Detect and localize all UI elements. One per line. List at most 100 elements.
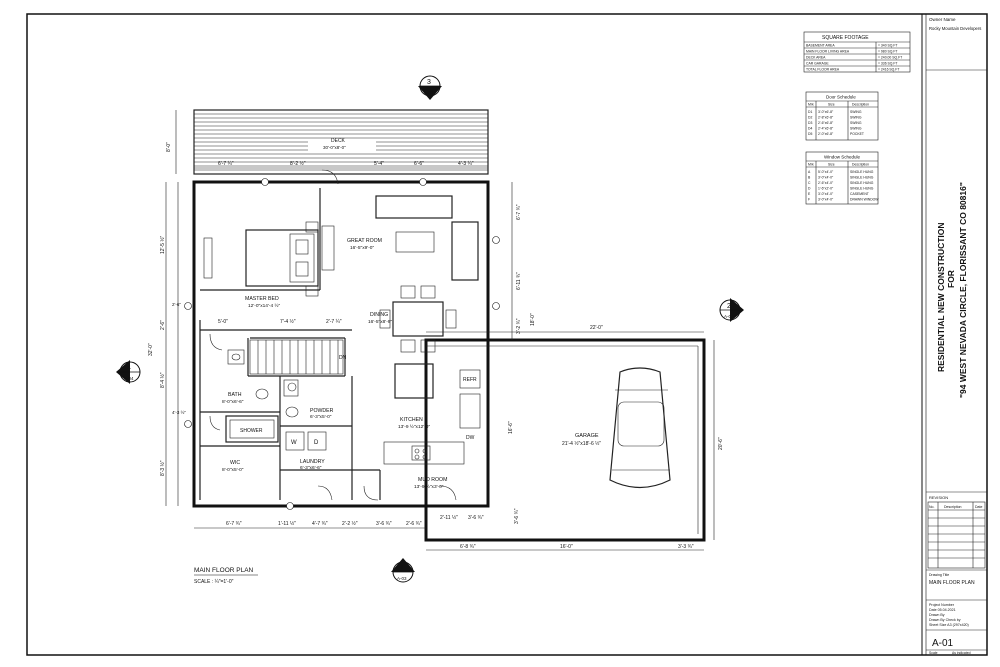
window-row-0-desc: SINGLE HUNG bbox=[850, 170, 874, 174]
door-schedule-header: Door Schedule bbox=[826, 95, 856, 100]
section-left-number: 4 bbox=[127, 365, 131, 372]
washer-label: W bbox=[291, 440, 297, 446]
door-swings bbox=[209, 169, 457, 501]
mud-room-label: MUD ROOM bbox=[418, 477, 447, 483]
dim-top-4: 6'-6" bbox=[414, 161, 424, 167]
bath-fixtures bbox=[225, 349, 299, 443]
window-col-desc: Description bbox=[852, 163, 869, 167]
house-walls bbox=[192, 180, 490, 508]
dim-top-3: 5'-4" bbox=[374, 161, 384, 167]
scale-label: Scale bbox=[929, 651, 938, 655]
dim-right-2: 6'-11 ¾" bbox=[516, 272, 522, 290]
garage: GARAGE 21'-4 ½"x18'-6 ½" bbox=[424, 338, 706, 542]
door-row-2-mark: D3 bbox=[808, 121, 812, 125]
section-left-ref: A-04 bbox=[124, 376, 134, 381]
dim-left-2: 2'-6" bbox=[160, 320, 166, 330]
laundry-dim: 6'-3"x6'-6" bbox=[300, 465, 322, 471]
dim-left-6: 2'-6" bbox=[172, 302, 181, 307]
car-icon bbox=[609, 367, 671, 489]
window-tag bbox=[184, 420, 192, 428]
bath-label: BATH bbox=[228, 392, 242, 398]
laundry-label: LAUNDRY bbox=[300, 459, 325, 465]
section-top-ref: A-02 bbox=[424, 90, 434, 95]
dim-right-1: 6'-7 ¾" bbox=[516, 204, 522, 220]
master-bed-furniture bbox=[203, 221, 319, 297]
door-row-1-size: 2'-8"x6'-8" bbox=[818, 116, 834, 120]
sqft-row-2-value: = 240.00 SQ.FT bbox=[878, 56, 902, 60]
door-row-2-size: 2'-6"x6'-8" bbox=[818, 121, 834, 125]
dim-bottom-7: 2'-11 ½" bbox=[440, 514, 458, 521]
window-tags bbox=[184, 178, 500, 510]
sqft-row-2-label: DECK AREA bbox=[806, 56, 826, 60]
door-row-1-desc: SWING bbox=[850, 116, 862, 120]
dim-right-3: 3'-2 ¾" bbox=[516, 318, 522, 334]
window-row-0-mark: A bbox=[808, 170, 811, 174]
door-row-3-mark: D4 bbox=[808, 127, 812, 131]
door-col-desc: Description bbox=[852, 103, 869, 107]
window-col-mark: Mrk bbox=[808, 163, 814, 167]
window-row-4-desc: CASEMENT bbox=[850, 192, 869, 196]
section-marker-left: 4 A-04 bbox=[116, 360, 141, 384]
deck: DECK 30'-0"x8'-0" bbox=[193, 109, 489, 175]
window-row-4-mark: E bbox=[808, 192, 811, 196]
meta-row-2: Drawn By bbox=[929, 613, 945, 617]
dim-right-6: 3'-6 ¾" bbox=[514, 508, 520, 524]
window-row-3-size: 1'-6"x2'-0" bbox=[818, 187, 834, 191]
window-row-2-mark: C bbox=[808, 181, 811, 185]
door-col-mark: Mrk bbox=[808, 103, 814, 107]
rev-col-date: Date bbox=[975, 505, 982, 509]
dim-bottom-5: 3'-6 ¾" bbox=[376, 521, 392, 527]
window-row-5-desc: DRAWN WINDOW bbox=[850, 198, 879, 202]
dim-bottom-6: 2'-6 ¾" bbox=[406, 521, 422, 527]
window-tag bbox=[286, 502, 294, 510]
dining-table bbox=[379, 285, 457, 353]
door-row-0-size: 3'-0"x6'-8" bbox=[818, 110, 834, 114]
revision-label: REVISION bbox=[929, 495, 948, 500]
bath-dim: 8'-0"x6'-6" bbox=[222, 399, 244, 405]
dishwasher-label: DW bbox=[466, 435, 475, 441]
section-marker-bottom: 1 A-03 bbox=[391, 558, 415, 583]
meta-row-4: Sheet Size A3 (297x420) bbox=[929, 623, 969, 627]
square-footage-table: SQUARE FOOTAGE BASEMENT AREA = 340 SQ.FT… bbox=[803, 31, 911, 73]
powder-dim: 6'-3"x5'-0" bbox=[310, 414, 332, 420]
window-tag bbox=[492, 236, 500, 244]
window-row-5-size: 3'-0"x4'-0" bbox=[818, 198, 834, 202]
wic-dim: 8'-0"x5'-0" bbox=[222, 467, 244, 473]
window-row-5-mark: F bbox=[808, 198, 810, 202]
project-line-1: RESIDENTIAL NEW CONSTRUCTION bbox=[936, 222, 946, 372]
window-row-1-mark: B bbox=[808, 176, 811, 180]
sqft-row-3-value: = 336 SQ.FT bbox=[878, 62, 898, 66]
owner-label: Owner Name bbox=[929, 17, 956, 22]
owner-value: Rocky Mountain Developers bbox=[929, 26, 981, 31]
master-bed-dim: 12'-0"x14'-4 ½" bbox=[248, 302, 280, 309]
great-room-label: GREAT ROOM bbox=[347, 238, 382, 244]
dim-left-1: 12'-5 ½" bbox=[159, 235, 166, 254]
dim-bottom-4: 2'-2 ½" bbox=[342, 520, 358, 527]
powder-label: POWDER bbox=[310, 408, 334, 414]
section-top-number: 3 bbox=[427, 79, 431, 86]
kitchen-dim: 13'-9 ½"x12'-0" bbox=[398, 423, 430, 430]
dim-top-5: 4'-3 ¼" bbox=[458, 161, 474, 167]
dining-label: DINING bbox=[370, 312, 388, 318]
kitchen-label: KITCHEN bbox=[400, 417, 423, 423]
dim-bottom-11: 3'-3 ¾" bbox=[678, 544, 694, 550]
garage-dim: 21'-4 ½"x18'-6 ½" bbox=[562, 440, 601, 447]
window-row-0-size: 5'-0"x4'-0" bbox=[818, 170, 834, 174]
door-row-4-mark: D5 bbox=[808, 132, 812, 136]
sqft-row-4-value: = 2416 SQ.FT bbox=[878, 68, 899, 72]
section-bottom-ref: A-03 bbox=[397, 576, 407, 581]
door-row-3-desc: SWING bbox=[850, 127, 862, 131]
shower-label: SHOWER bbox=[240, 428, 263, 434]
sqft-header: SQUARE FOOTAGE bbox=[822, 35, 869, 41]
window-row-4-size: 3'-0"x4'-0" bbox=[818, 192, 834, 196]
door-row-4-size: 2'-0"x6'-8" bbox=[818, 132, 834, 136]
door-row-1-mark: D2 bbox=[808, 116, 812, 120]
dim-bottom-3: 4'-7 ¾" bbox=[312, 521, 328, 527]
door-schedule-table: Door Schedule Mrk Size Description D1 3'… bbox=[805, 91, 879, 141]
section-marker-right: 2 A-04 bbox=[719, 298, 744, 322]
great-room-furniture bbox=[321, 195, 479, 281]
section-marker-top: 3 A-02 bbox=[418, 75, 442, 100]
door-row-2-desc: SWING bbox=[850, 121, 862, 125]
dim-inner-3: 2'-7 ¼" bbox=[326, 319, 342, 325]
